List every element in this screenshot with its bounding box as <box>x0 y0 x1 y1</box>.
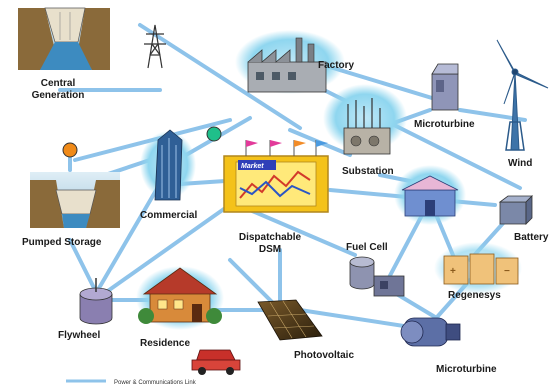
market-sign: Market <box>241 163 264 170</box>
substation-node: Substation <box>323 84 407 177</box>
residence-label: Residence <box>140 338 190 349</box>
commercial-label: Commercial <box>140 210 197 221</box>
regenesys-icon: + − <box>443 253 519 285</box>
status-dot-orange <box>62 142 78 158</box>
office-tower-icon <box>154 129 183 201</box>
pumped-storage-icon <box>30 172 120 228</box>
network-link <box>68 238 97 292</box>
market-board-icon: Market <box>223 140 329 213</box>
regenesys-node: + − Regenesys <box>434 242 522 301</box>
pumped-storage-node: Pumped Storage <box>22 172 120 248</box>
fuel-cell-label: Fuel Cell <box>346 242 388 253</box>
substation-label: Substation <box>342 166 394 177</box>
regenesys-label: Regenesys <box>448 290 501 301</box>
solar-panel-icon <box>257 299 323 341</box>
photovoltaic-label: Photovoltaic <box>294 350 354 361</box>
fuel-cell-node: Fuel Cell <box>346 242 405 297</box>
microturbine-top-label: Microturbine <box>414 119 475 130</box>
central-generation-label-line1: Central <box>41 78 76 89</box>
central-generation-node: Central Generation <box>18 7 110 101</box>
substation-icon <box>343 98 391 155</box>
fuel-cell-icon <box>349 256 405 297</box>
pumped-storage-label: Pumped Storage <box>22 237 102 248</box>
microturbine-top-node: Microturbine <box>414 63 475 130</box>
car-icon <box>191 349 241 375</box>
network-link <box>93 173 167 297</box>
flywheel-node: Flywheel <box>58 278 113 341</box>
dsm-label-line1: Dispatchable <box>239 232 302 243</box>
wind-turbine-icon <box>496 39 549 151</box>
transmission-tower-icon <box>144 24 166 69</box>
network-link <box>248 208 357 257</box>
commercial-node: Commercial <box>140 129 197 221</box>
legend: Power & Communications Link <box>66 379 197 386</box>
battery-node: Battery <box>498 195 549 243</box>
wind-label: Wind <box>508 158 532 169</box>
flywheel-icon <box>79 278 113 325</box>
central-generation-label-line2: Generation <box>32 90 85 101</box>
microturbine-icon <box>400 317 461 347</box>
photovoltaic-node: Photovoltaic <box>257 299 354 361</box>
store-node <box>394 165 466 225</box>
microturbine-icon <box>431 63 459 111</box>
factory-icon <box>247 37 327 93</box>
residence-node: Residence <box>136 266 224 349</box>
store-icon <box>401 175 459 217</box>
market-node: Market Dispatchable DSM <box>223 140 329 255</box>
wind-node: Wind <box>496 39 549 169</box>
factory-node: Factory <box>235 30 355 94</box>
legend-label: Power & Communications Link <box>114 380 197 386</box>
status-dot-green <box>206 126 222 142</box>
factory-label: Factory <box>318 60 355 71</box>
dam-icon <box>18 7 110 70</box>
flywheel-label: Flywheel <box>58 330 100 341</box>
house-icon <box>138 267 222 324</box>
microturbine-bottom-label: Microturbine <box>436 364 497 375</box>
battery-label: Battery <box>514 232 549 243</box>
network-link <box>138 23 302 130</box>
svg-text:−: − <box>504 266 510 277</box>
battery-icon <box>498 195 533 225</box>
svg-text:+: + <box>450 266 456 277</box>
microturbine-bottom-node: Microturbine <box>400 317 497 375</box>
dsm-label-line2: DSM <box>259 244 281 255</box>
